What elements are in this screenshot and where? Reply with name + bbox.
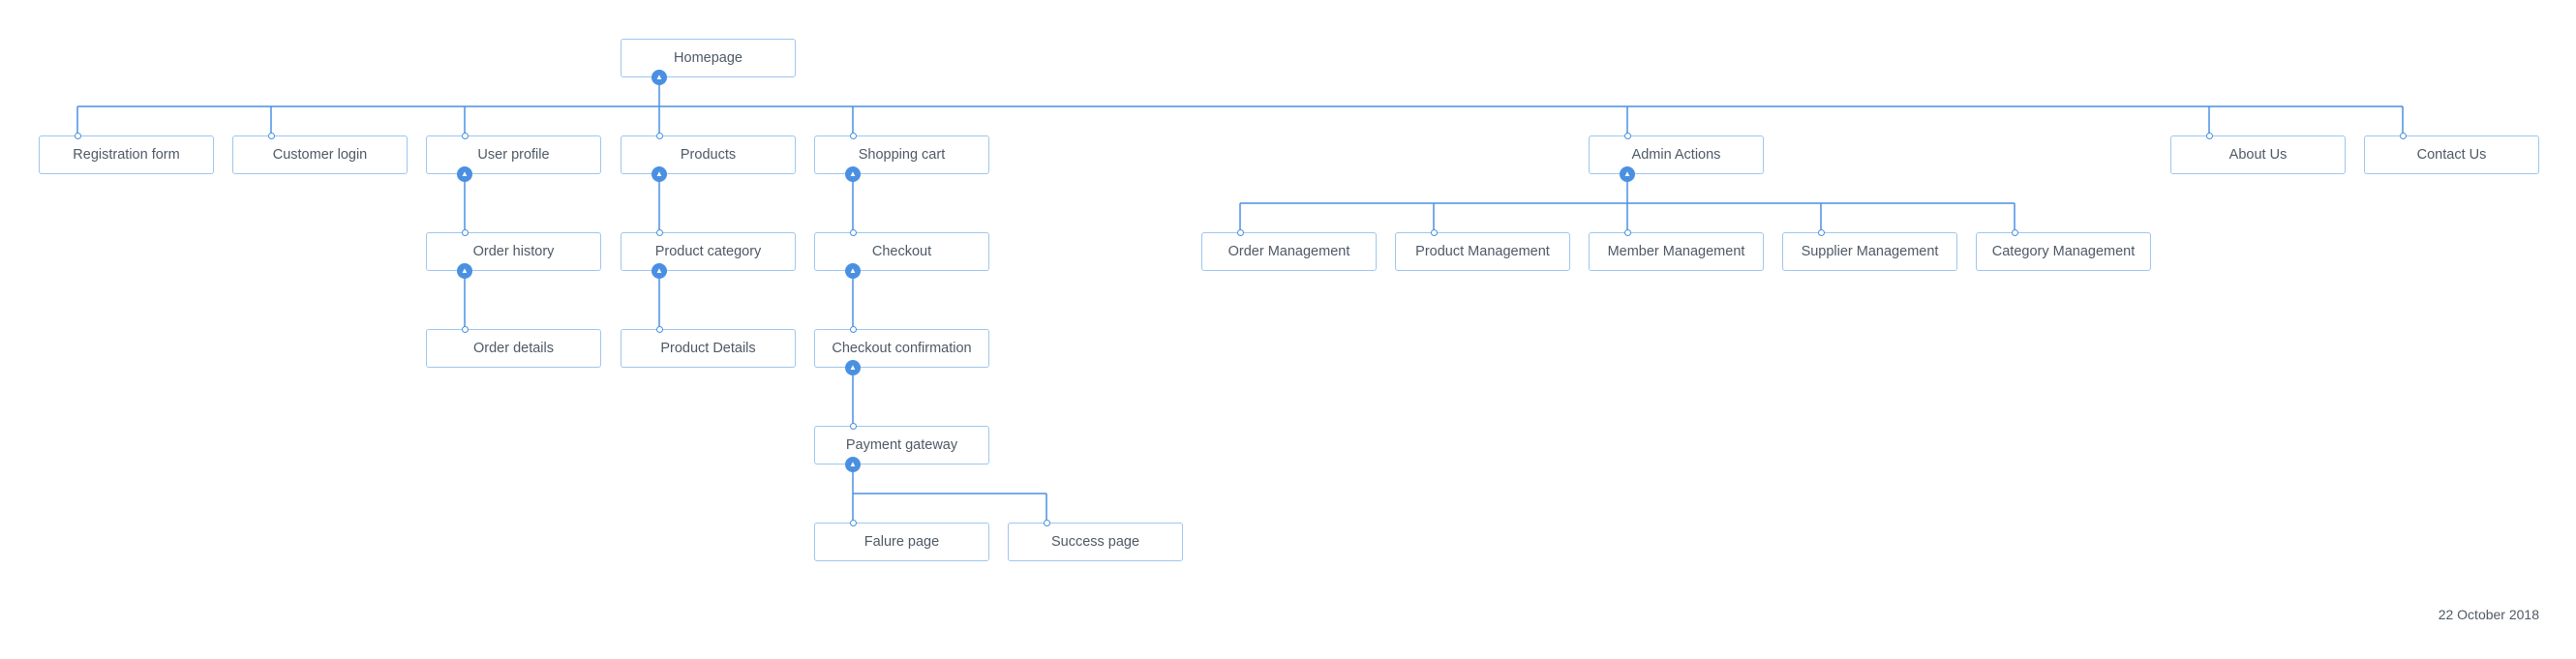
input-port-icon: [461, 132, 469, 139]
node-success[interactable]: Success page: [1008, 523, 1183, 561]
node-products[interactable]: Products: [621, 135, 796, 174]
node-admin[interactable]: Admin Actions: [1589, 135, 1764, 174]
collapse-toggle-icon[interactable]: ▲: [457, 166, 472, 182]
input-port-icon: [1430, 228, 1438, 236]
node-product-mgmt[interactable]: Product Management: [1395, 232, 1570, 271]
diagram-date: 22 October 2018: [2438, 607, 2539, 622]
input-port-icon: [849, 519, 857, 526]
node-label: About Us: [2228, 147, 2288, 163]
node-label: Customer login: [272, 147, 368, 163]
input-port-icon: [1043, 519, 1050, 526]
node-label: Registration form: [73, 147, 180, 163]
node-label: Category Management: [1991, 244, 2136, 259]
node-cart[interactable]: Shopping cart: [814, 135, 989, 174]
node-payment-gateway[interactable]: Payment gateway: [814, 426, 989, 464]
node-member-mgmt[interactable]: Member Management: [1589, 232, 1764, 271]
input-port-icon: [2205, 132, 2213, 139]
node-label: Shopping cart: [858, 147, 946, 163]
node-label: Checkout: [871, 244, 932, 259]
node-label: Product category: [654, 244, 762, 259]
node-label: Payment gateway: [845, 437, 958, 453]
collapse-toggle-icon[interactable]: ▲: [1620, 166, 1635, 182]
input-port-icon: [1817, 228, 1825, 236]
node-checkout[interactable]: Checkout: [814, 232, 989, 271]
input-port-icon: [849, 325, 857, 333]
node-label: Order history: [472, 244, 555, 259]
input-port-icon: [655, 228, 663, 236]
node-label: Admin Actions: [1631, 147, 1721, 163]
node-label: Product Management: [1415, 244, 1550, 259]
collapse-toggle-icon[interactable]: ▲: [845, 263, 861, 279]
node-checkout-confirmation[interactable]: Checkout confirmation: [814, 329, 989, 368]
input-port-icon: [461, 325, 469, 333]
node-product-details[interactable]: Product Details: [621, 329, 796, 368]
collapse-toggle-icon[interactable]: ▲: [845, 457, 861, 472]
collapse-toggle-icon[interactable]: ▲: [652, 166, 667, 182]
node-label: Product Details: [660, 341, 756, 356]
node-label: Homepage: [674, 50, 742, 66]
node-label: Contact Us: [2416, 147, 2487, 163]
node-about[interactable]: About Us: [2170, 135, 2346, 174]
node-order-details[interactable]: Order details: [426, 329, 601, 368]
collapse-toggle-icon[interactable]: ▲: [652, 70, 667, 85]
input-port-icon: [461, 228, 469, 236]
node-profile[interactable]: User profile: [426, 135, 601, 174]
node-homepage[interactable]: Homepage: [621, 39, 796, 77]
node-label: Checkout confirmation: [832, 341, 972, 356]
input-port-icon: [655, 325, 663, 333]
node-supplier-mgmt[interactable]: Supplier Management: [1782, 232, 1957, 271]
node-order-mgmt[interactable]: Order Management: [1201, 232, 1377, 271]
node-product-category[interactable]: Product category: [621, 232, 796, 271]
node-label: Order Management: [1227, 244, 1350, 259]
node-label: Success page: [1050, 534, 1140, 550]
collapse-toggle-icon[interactable]: ▲: [457, 263, 472, 279]
input-port-icon: [849, 132, 857, 139]
input-port-icon: [1623, 132, 1631, 139]
input-port-icon: [2399, 132, 2407, 139]
node-label: User profile: [477, 147, 550, 163]
input-port-icon: [1236, 228, 1244, 236]
input-port-icon: [267, 132, 275, 139]
node-registration[interactable]: Registration form: [39, 135, 214, 174]
node-login[interactable]: Customer login: [232, 135, 408, 174]
node-contact[interactable]: Contact Us: [2364, 135, 2539, 174]
node-order-history[interactable]: Order history: [426, 232, 601, 271]
input-port-icon: [74, 132, 81, 139]
node-failure[interactable]: Falure page: [814, 523, 989, 561]
node-label: Member Management: [1607, 244, 1745, 259]
node-label: Products: [680, 147, 737, 163]
node-label: Order details: [472, 341, 554, 356]
input-port-icon: [2011, 228, 2018, 236]
collapse-toggle-icon[interactable]: ▲: [652, 263, 667, 279]
node-category-mgmt[interactable]: Category Management: [1976, 232, 2151, 271]
node-label: Supplier Management: [1801, 244, 1939, 259]
input-port-icon: [849, 422, 857, 430]
input-port-icon: [849, 228, 857, 236]
node-label: Falure page: [864, 534, 940, 550]
collapse-toggle-icon[interactable]: ▲: [845, 360, 861, 375]
input-port-icon: [1623, 228, 1631, 236]
input-port-icon: [655, 132, 663, 139]
collapse-toggle-icon[interactable]: ▲: [845, 166, 861, 182]
